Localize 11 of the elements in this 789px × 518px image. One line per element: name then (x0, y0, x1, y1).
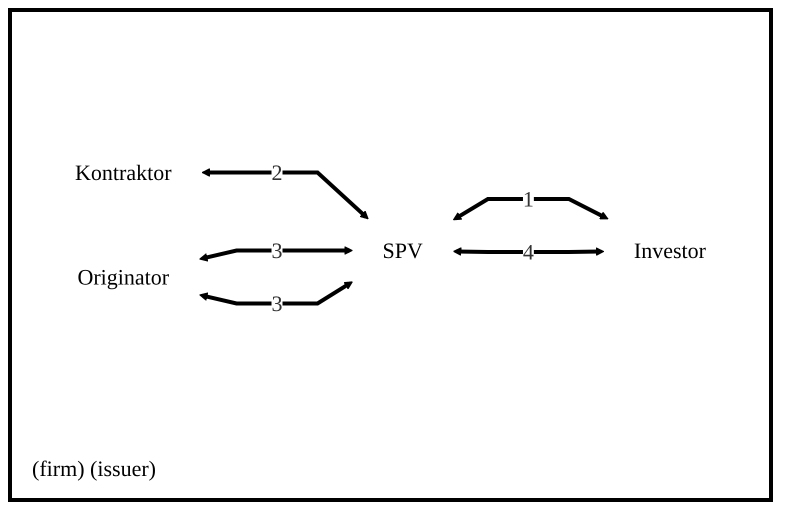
frame-border: 2 3 1 3 4 Kontraktor Originator SPV Investor (firm) (issuer) (8, 8, 773, 502)
node-text: Originator (77, 264, 170, 289)
arrow (199, 280, 353, 305)
arrow (452, 246, 604, 256)
arrow (452, 196, 609, 220)
node-text: Kontraktor (75, 160, 172, 184)
node-text: SPV (382, 238, 423, 262)
arrow (199, 246, 353, 262)
node-text: Investor (634, 238, 706, 262)
arrow (202, 168, 369, 219)
note-text: (firm) (issuer) (32, 456, 156, 481)
